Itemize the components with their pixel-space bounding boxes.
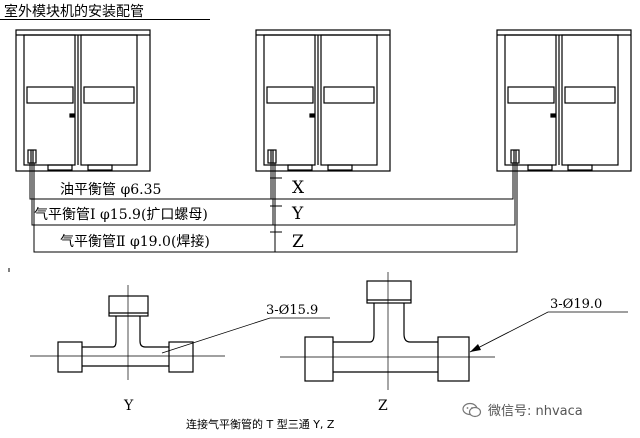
- marker-x: X: [292, 178, 305, 198]
- marker-y: Y: [291, 204, 304, 224]
- watermark-text: 微信号: nhvaca: [488, 404, 583, 419]
- tee-y-label: Y: [123, 398, 134, 414]
- figure-caption: 连接气平衡管的 T 型三通 Y, Z: [186, 418, 335, 431]
- gas-balance-pipe-2: [33, 163, 518, 253]
- gas-balance-pipe-1: [31, 163, 516, 226]
- outdoor-unit-1: [15, 29, 151, 172]
- tee-y-dimension: 3-Ø15.9: [266, 303, 318, 318]
- watermark: 微信号: nhvaca: [462, 400, 583, 419]
- wechat-icon: [462, 402, 482, 417]
- tee-fitting-y: [30, 285, 330, 380]
- tee-z-label: Z: [378, 398, 388, 414]
- oil-balance-pipe: [29, 163, 514, 200]
- tee-z-dimension: 3-Ø19.0: [550, 297, 602, 312]
- gas-pipe-1-label: 气平衡管Ⅰ φ15.9(扩口螺母): [34, 207, 208, 223]
- title-underline: [0, 19, 210, 20]
- outdoor-unit-3: [496, 29, 632, 172]
- tee-fitting-z: [280, 272, 628, 390]
- gas-pipe-2-label: 气平衡管Ⅱ φ19.0(焊接): [60, 233, 210, 250]
- marker-z: Z: [292, 232, 304, 252]
- diagram-title: 室外模块机的安装配管: [4, 4, 144, 20]
- oil-pipe-label: 油平衡管 φ6.35: [60, 182, 161, 198]
- outdoor-unit-2: [255, 29, 391, 172]
